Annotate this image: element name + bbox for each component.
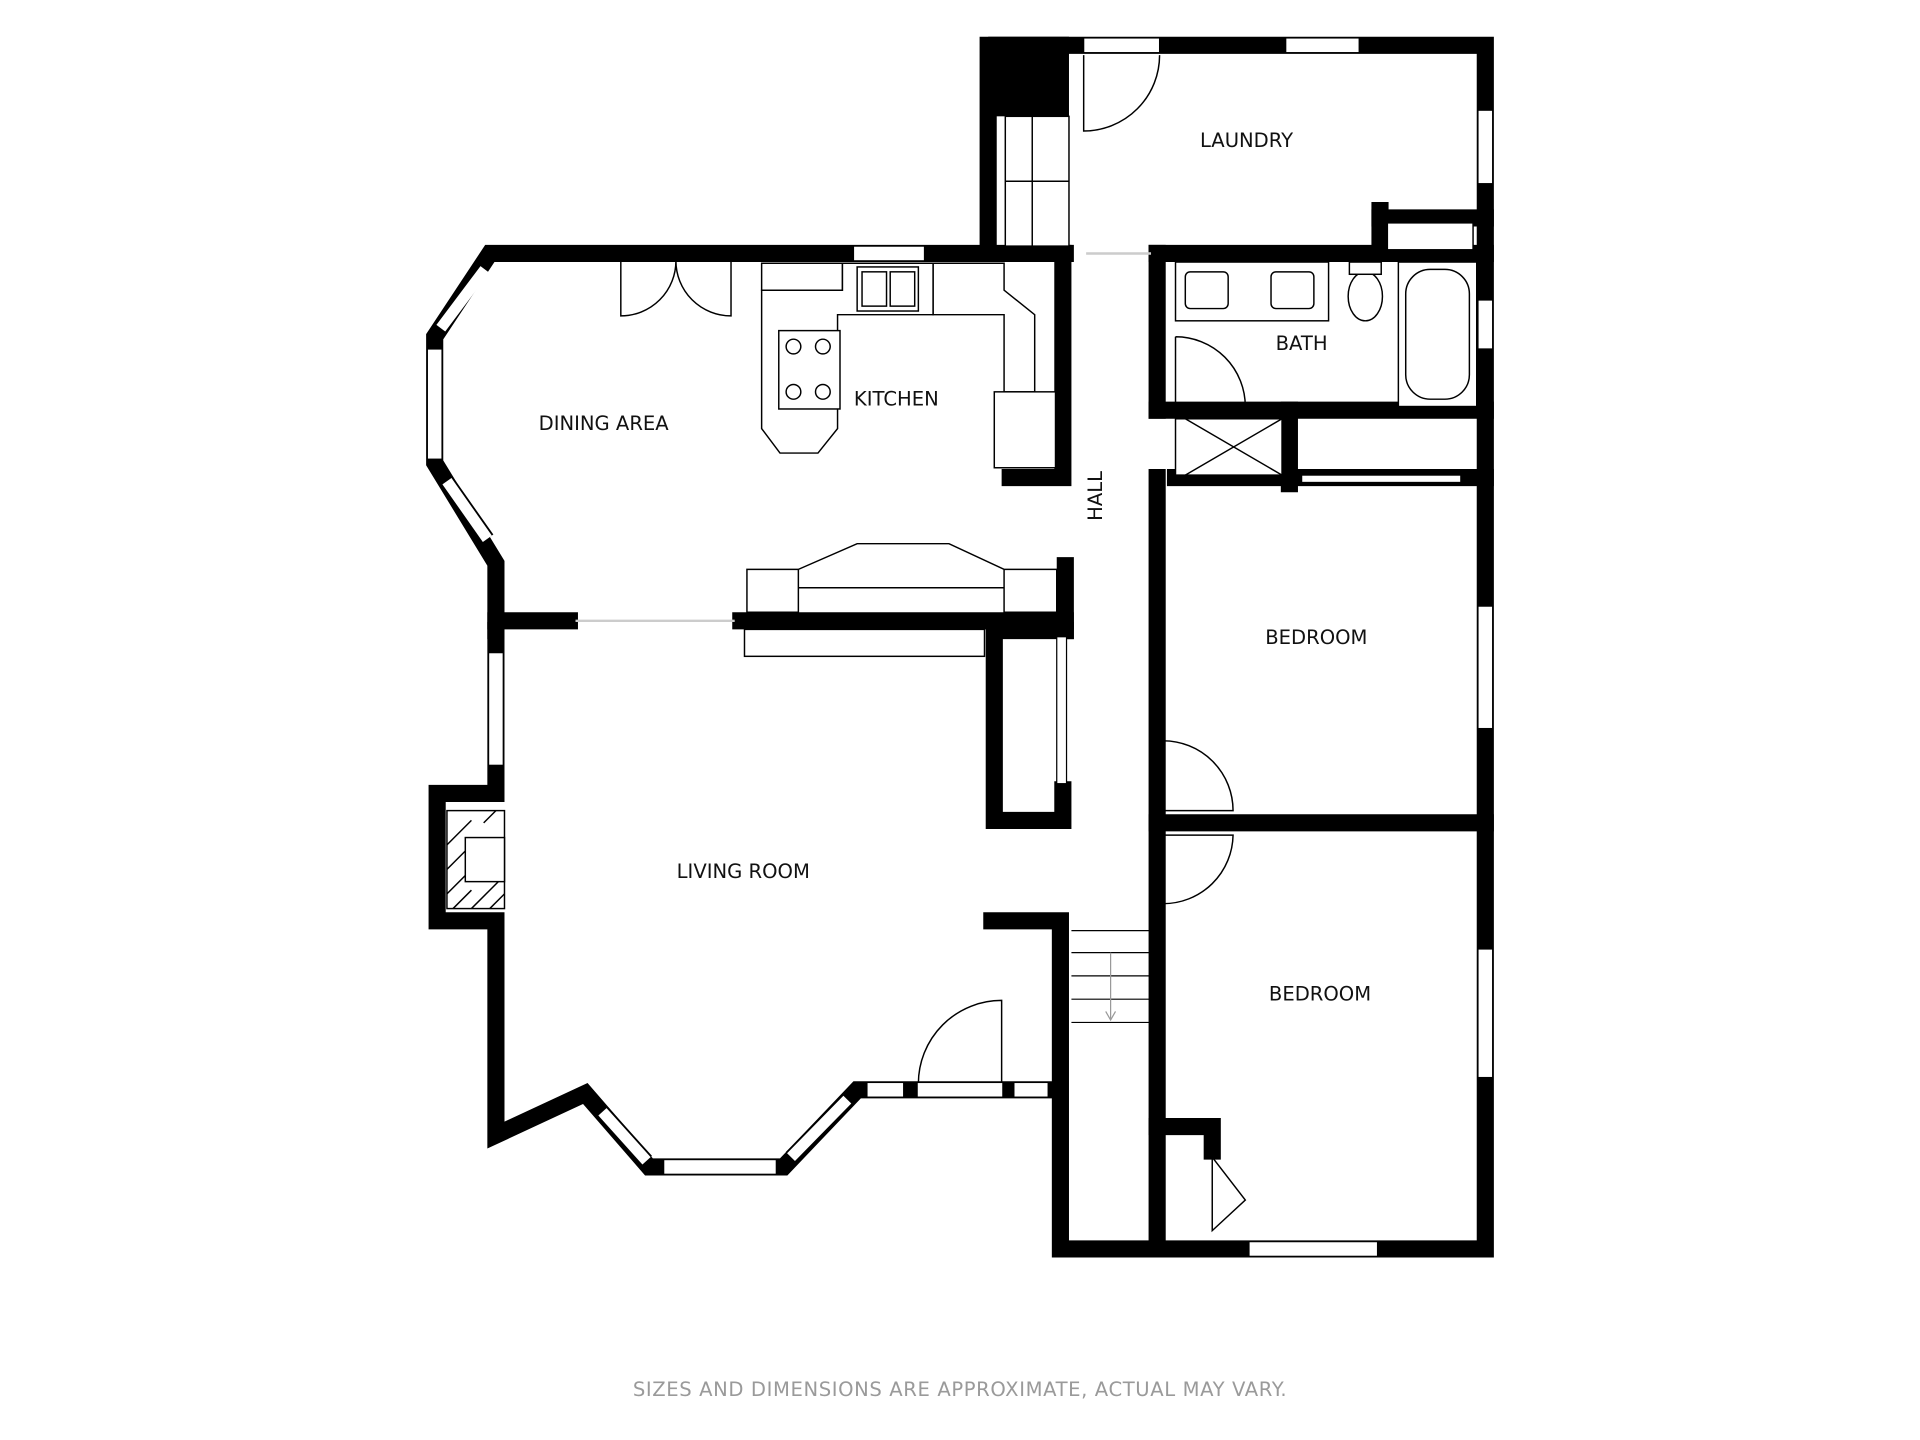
room-label-dining: DINING AREA bbox=[539, 412, 670, 435]
fixtures bbox=[446, 115, 1478, 1024]
room-label-bath: BATH bbox=[1276, 332, 1328, 355]
room-label-kitchen: KITCHEN bbox=[854, 387, 939, 410]
windows bbox=[426, 37, 1494, 1257]
room-label-living: LIVING ROOM bbox=[677, 860, 810, 883]
room-labels: LAUNDRY BATH DINING AREA KITCHEN HALL BE… bbox=[539, 129, 1371, 1005]
room-label-bedroom: BEDROOM bbox=[1265, 626, 1367, 649]
disclaimer-footer: SIZES AND DIMENSIONS ARE APPROXIMATE, AC… bbox=[633, 1378, 1287, 1401]
room-label-bedroom: BEDROOM bbox=[1269, 982, 1371, 1005]
room-label-hall: HALL bbox=[1084, 471, 1107, 521]
room-label-laundry: LAUNDRY bbox=[1200, 129, 1293, 152]
doors bbox=[620, 55, 1462, 1233]
